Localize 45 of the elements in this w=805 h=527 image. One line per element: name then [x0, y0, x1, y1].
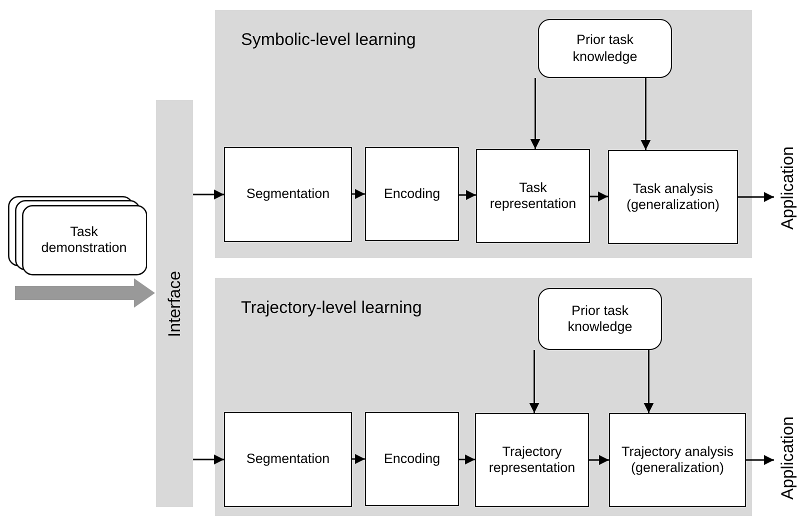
interface-band — [156, 100, 193, 507]
process-box — [224, 147, 352, 242]
arrow — [640, 78, 651, 150]
process-box — [475, 413, 589, 507]
arrow — [746, 455, 774, 465]
arrow — [352, 189, 365, 199]
box-label: Encoding — [384, 450, 440, 468]
box-label: Segmentation — [246, 186, 330, 203]
rounded-box — [538, 288, 662, 350]
vertical-label-text: Application — [778, 416, 798, 500]
box-label: Trajectory analysis (generalization) — [620, 444, 735, 476]
process-box — [609, 413, 746, 507]
arrow — [352, 454, 365, 464]
arrow — [589, 455, 609, 465]
box-label: Prior task knowledge — [566, 302, 634, 336]
arrow — [529, 350, 540, 413]
process-box — [365, 412, 459, 506]
box-label: Encoding — [384, 186, 440, 202]
arrow — [530, 78, 540, 149]
input-arrow — [15, 278, 155, 308]
arrow — [459, 454, 475, 464]
arrow — [590, 192, 608, 202]
group-panel — [215, 10, 752, 258]
rounded-box — [538, 19, 672, 78]
box-label: Segmentation — [246, 451, 330, 468]
vertical-label-text: Application — [778, 146, 798, 230]
box-label: Prior task knowledge — [572, 32, 638, 65]
group-panel — [215, 278, 752, 516]
arrow — [193, 454, 224, 464]
arrow — [193, 190, 224, 200]
arrow — [644, 350, 654, 413]
arrow — [738, 192, 774, 202]
panel-heading: Trajectory-level learning — [241, 298, 422, 318]
box-label: Task demonstration — [40, 224, 128, 256]
panel-heading: Symbolic-level learning — [241, 30, 416, 50]
arrow — [459, 190, 476, 200]
box-label: Trajectory representation — [488, 444, 576, 476]
stacked-cards — [8, 196, 147, 276]
process-box — [224, 412, 352, 507]
process-box — [365, 147, 459, 241]
process-box — [476, 149, 590, 243]
vertical-label-text: Interface — [164, 270, 184, 337]
box-label: Task representation — [488, 180, 578, 212]
process-box — [608, 150, 738, 244]
box-label: Task analysis (generalization) — [625, 180, 721, 214]
